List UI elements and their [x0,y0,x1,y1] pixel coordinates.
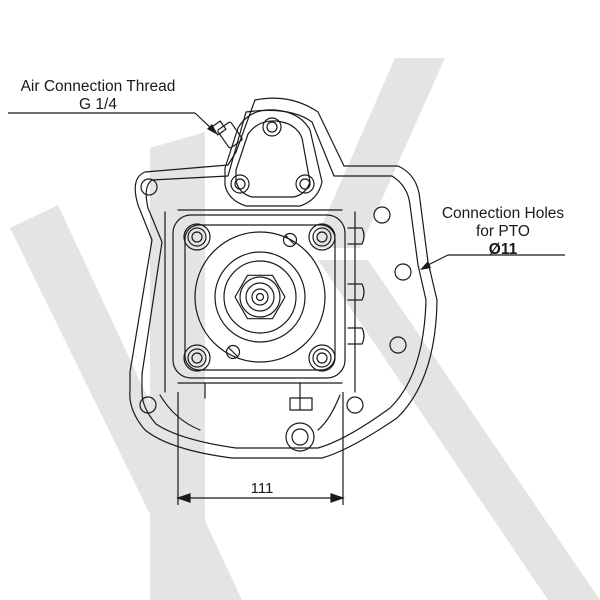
pto-holes-subtitle: for PTO [476,223,530,240]
flange-bolts [183,223,336,372]
pto-leader [420,254,565,270]
hub-hex-nut [234,274,286,320]
pto-holes-label: Connection Holes for PTO Ø11 [440,205,566,259]
hub-ring [214,251,306,343]
housing-holes [139,178,412,452]
bottom-details [159,382,341,431]
air-connection-title: Air Connection Thread [20,78,176,95]
housing-inner-outline [141,109,427,449]
top-mount-plate [224,109,323,207]
dimension-value: 111 [250,480,274,497]
hub-ring-2 [223,260,297,334]
housing-outline [129,97,438,459]
top-plate-bolts [230,117,315,194]
pto-holes-diameter: Ø11 [488,241,518,258]
air-connection-label: Air Connection Thread G 1/4 [6,78,190,114]
watermark-logo [10,58,600,600]
small-screws [225,232,298,360]
main-flange [172,214,346,379]
side-ports [347,227,365,345]
main-flange-inner [184,224,336,371]
dimension-111 [176,392,345,505]
air-connection-thread: G 1/4 [79,96,117,113]
pto-holes-title: Connection Holes [441,205,565,222]
hub-outer [194,231,326,363]
air-connection-leader [8,112,218,135]
